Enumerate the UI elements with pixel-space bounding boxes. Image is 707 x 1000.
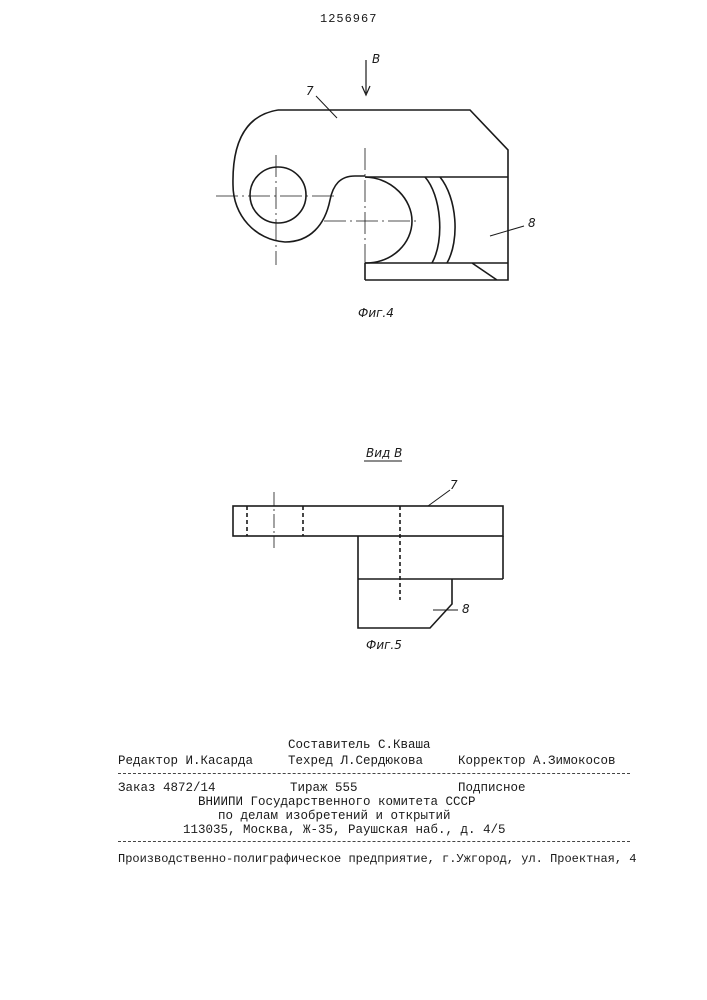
part-label-8-fig5: 8 — [462, 602, 470, 616]
part-label-8: 8 — [528, 216, 536, 230]
org-line-3: 113035, Москва, Ж-35, Раушская наб., д. … — [183, 823, 506, 837]
leader-7-fig5 — [428, 490, 450, 506]
circulation: Тираж 555 — [290, 781, 358, 795]
order: Заказ 4872/14 — [118, 781, 216, 795]
figure-4-caption: Фиг.4 — [358, 306, 394, 320]
view-arrow-label: В — [372, 52, 380, 66]
subscription: Подписное — [458, 781, 526, 795]
org-line-2: по делам изобретений и открытий — [218, 809, 451, 823]
figure-4-drawing — [0, 0, 707, 700]
ridge-arc-2 — [440, 177, 455, 263]
techred: Техред Л.Сердюкова — [288, 754, 423, 768]
corrector: Корректор А.Зимокосов — [458, 754, 616, 768]
groove-arc — [365, 177, 412, 263]
ridge-arc-1 — [425, 177, 440, 263]
figure-5-caption: Фиг.5 — [366, 638, 402, 652]
org-line-1: ВНИИПИ Государственного комитета СССР — [198, 795, 476, 809]
leader-8 — [490, 226, 524, 236]
composer: Составитель С.Кваша — [288, 738, 431, 752]
editor: Редактор И.Касарда — [118, 754, 253, 768]
printer: Производственно-полиграфическое предприя… — [118, 852, 636, 866]
view-title: Вид В — [366, 446, 402, 460]
divider-2 — [118, 841, 630, 842]
divider-1 — [118, 773, 630, 774]
part-label-7-fig5: 7 — [450, 478, 458, 492]
leader-7 — [316, 96, 337, 118]
hole-circle — [250, 167, 306, 223]
part-label-7: 7 — [306, 84, 314, 98]
plate-7 — [233, 506, 503, 536]
body-8 — [358, 536, 452, 628]
